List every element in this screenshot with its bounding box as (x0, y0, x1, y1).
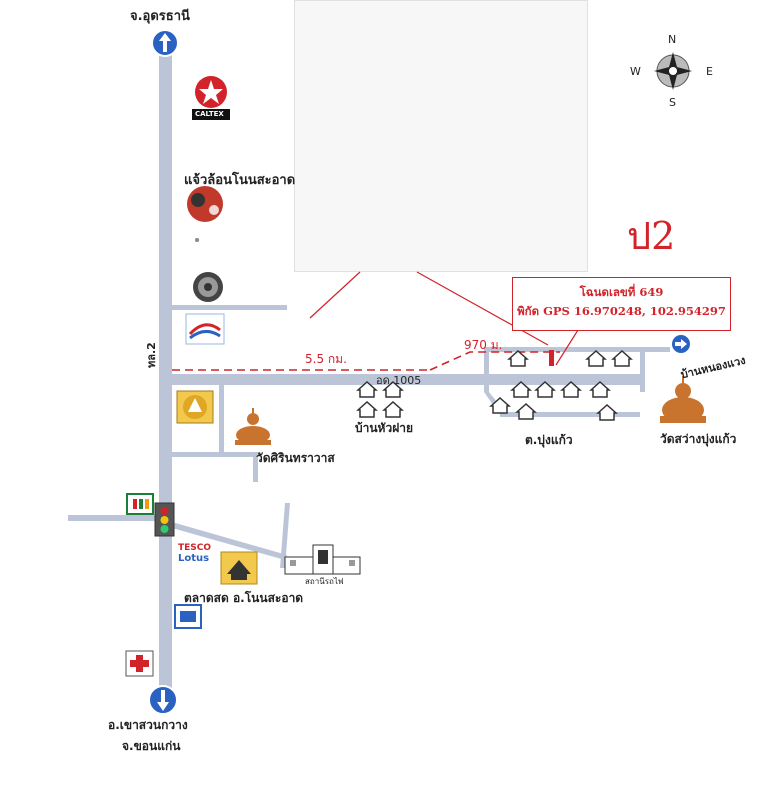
highway-2 (159, 55, 172, 695)
post-office-icon (174, 604, 202, 629)
village-road-2 (640, 352, 645, 392)
bank-logo (185, 313, 225, 345)
tire-shop-label: แจ้วล้อนโนนสะอาด (184, 173, 296, 188)
gps-line: พิกัด GPS 16.970248, 102.954297 (517, 304, 726, 318)
market-label: ตลาดสด อ.โนนสะอาด (184, 591, 304, 605)
compass-w: W (630, 65, 641, 78)
market-icon (220, 551, 258, 585)
property-info-box: โฉนดเลขที่ 649 พิกัด GPS 16.970248, 102.… (512, 277, 731, 331)
house-icon (510, 380, 532, 398)
village-road-1 (484, 352, 489, 392)
house-icon (356, 380, 378, 398)
house-icon (507, 349, 529, 367)
side-road-2 (172, 452, 256, 457)
deed-line: โฉนดเลขที่ 649 (579, 285, 664, 299)
side-road-4 (253, 452, 258, 482)
lotus-label: Lotus (178, 553, 210, 564)
wheel-logo (193, 272, 223, 302)
temple-buddha-icon (235, 408, 271, 445)
road-1005 (172, 374, 642, 385)
tire-shop-icon (187, 186, 223, 222)
house-icons (356, 349, 633, 421)
compass-rose-icon (654, 52, 692, 90)
road-label: อด.1005 (376, 374, 422, 387)
gov-seal-logo (176, 390, 214, 424)
distance-branch-label: 970 ม. (464, 338, 503, 352)
temple-bungkaew-label: วัดสว่างบุ่งแก้ว (660, 432, 737, 446)
compass-s: S (669, 96, 676, 109)
house-icon (382, 400, 404, 418)
handwritten-note: ป2 (627, 214, 676, 258)
route-line (172, 351, 560, 371)
road-network (68, 55, 670, 695)
house-icon (489, 396, 511, 414)
right-arrow-icon (672, 335, 690, 353)
top-destination-label: จ.อุดรธานี (130, 9, 190, 24)
seven-eleven-logo (126, 493, 154, 515)
road-to-station (172, 522, 287, 560)
house-icon (560, 380, 582, 398)
village-road-top (484, 347, 670, 352)
train-station-icon (284, 544, 361, 575)
down-arrow-icon (148, 685, 178, 715)
road-vertical-south (280, 503, 290, 568)
side-road-west (68, 515, 159, 521)
tesco-label: TESCO (178, 543, 212, 553)
caltex-label: CALTEX (195, 110, 224, 118)
side-road-1 (172, 305, 287, 310)
caltex-logo (192, 75, 230, 120)
document-background (294, 0, 588, 272)
house-icon (585, 349, 607, 367)
compass-e: E (706, 65, 713, 78)
up-arrow-icon (151, 29, 179, 57)
house-icon (534, 380, 556, 398)
temple-buddha-icon-2 (660, 376, 706, 423)
village-huafai-label: บ้านหัวฝาย (355, 421, 414, 435)
pointer-lines (309, 271, 579, 366)
house-icon (515, 402, 537, 420)
traffic-light-icon (154, 502, 175, 537)
house-icon (589, 380, 611, 398)
highway-label: ทล.2 (145, 342, 158, 368)
house-icon (382, 380, 404, 398)
compass-n: N (668, 33, 677, 46)
house-icon (611, 349, 633, 367)
bottom-destination-1: อ.เขาสวนกวาง (108, 718, 188, 732)
village-bungkaew-label: ต.บุ่งแก้ว (525, 433, 573, 447)
bottom-destination-2: จ.ขอนแก่น (122, 739, 181, 753)
house-icon (596, 403, 618, 421)
house-icon (356, 400, 378, 418)
distance-main-label: 5.5 กม. (305, 352, 347, 366)
hospital-cross-icon (125, 650, 154, 677)
station-label: สถานีรถไฟ (305, 577, 344, 586)
dot-marker (195, 238, 199, 242)
side-road-3 (219, 385, 224, 452)
temple-sirin-label: วัดศิรินทราวาส (256, 451, 335, 465)
property-marker (549, 350, 554, 366)
